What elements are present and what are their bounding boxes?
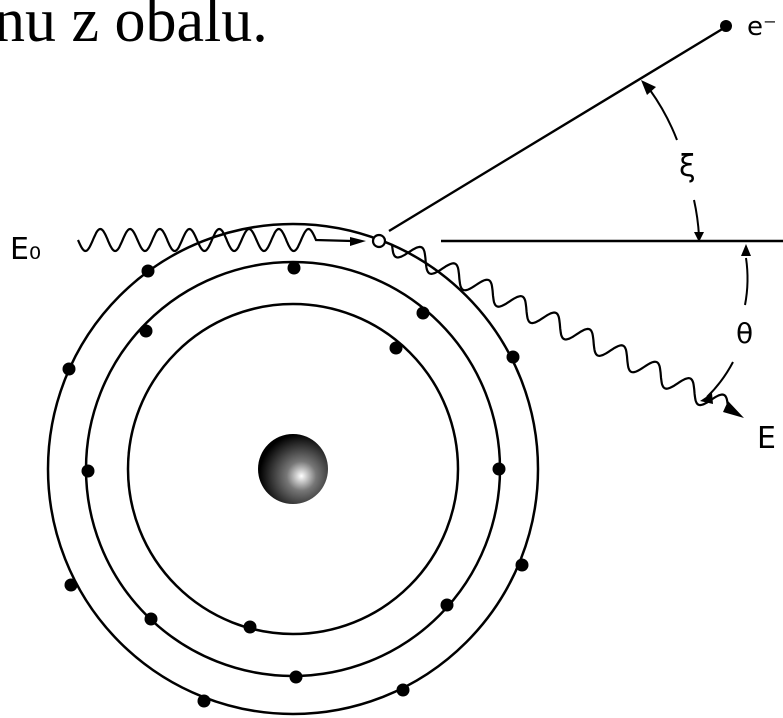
electron-dot (141, 264, 155, 278)
scattered-photon-label: E (757, 421, 776, 456)
outer-shell (46, 222, 540, 716)
electron-dot (396, 683, 410, 697)
slide-title: nu z obalu. (0, 0, 268, 55)
incident-photon-wave (76, 227, 353, 253)
electron-dot (492, 462, 506, 476)
electron-dot (440, 598, 454, 612)
electron-dot (289, 670, 303, 684)
nucleus (258, 434, 328, 504)
inner-shell (126, 302, 460, 636)
electron-dot (139, 324, 153, 338)
electron-dot (243, 620, 257, 634)
electron-dot (144, 612, 158, 626)
theta-angle-arc-upper (744, 257, 749, 306)
electron-dot (81, 464, 95, 478)
incident-photon-label: E₀ (10, 232, 41, 267)
electron-dot (62, 362, 76, 376)
electron-dot (416, 306, 430, 320)
xi-arrow-bottom (694, 232, 704, 242)
electron-dot (389, 341, 403, 355)
electron-dot (287, 261, 301, 275)
scattered-arrowhead (723, 401, 744, 418)
shell-electrons (62, 261, 529, 708)
electron-dot (506, 350, 520, 364)
xi-arrow-top (641, 80, 656, 95)
electron-dot (515, 558, 529, 572)
electron-track (388, 26, 725, 233)
electron-label: e⁻ (747, 12, 777, 42)
incident-arrowhead (350, 237, 366, 246)
theta-arrow-top (741, 244, 751, 256)
theta-angle-arc-lower (706, 361, 734, 398)
scattered-photon-wave (390, 243, 730, 409)
theta-angle-label: θ (736, 317, 753, 350)
ejected-electron-dot (720, 20, 732, 32)
theta-arrow-bottom (700, 393, 713, 404)
electron-dot (197, 694, 211, 708)
xi-angle-arc-lower (693, 199, 700, 237)
target-electron (371, 233, 387, 249)
electron-dot (64, 578, 78, 592)
xi-angle-label: ξ (679, 149, 696, 184)
xi-angle-arc-upper (649, 89, 678, 141)
